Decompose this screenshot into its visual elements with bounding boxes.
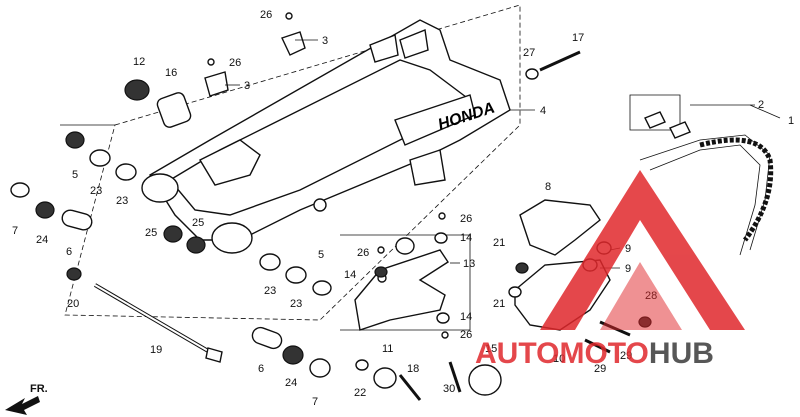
callout-18: 18 [407, 363, 419, 375]
pivot-bolt [93, 283, 223, 363]
callout-5: 5 [72, 169, 78, 181]
callout-14: 14 [344, 269, 356, 281]
callout-1: 1 [788, 115, 794, 127]
callout-26: 26 [229, 57, 241, 69]
callout-14: 14 [460, 232, 472, 244]
callout-9: 9 [625, 243, 631, 255]
callout-12: 12 [133, 56, 145, 68]
callout-23: 23 [264, 285, 276, 297]
chain-roller [355, 212, 502, 401]
callout-16: 16 [165, 67, 177, 79]
callout-2: 2 [758, 99, 764, 111]
callout-25: 25 [192, 217, 204, 229]
brackets [204, 12, 306, 97]
callout-22: 22 [354, 387, 366, 399]
watermark-auto: AUTO [475, 337, 559, 370]
callout-24: 24 [36, 234, 48, 246]
callout-26: 26 [357, 247, 369, 259]
callout-3: 3 [244, 80, 250, 92]
callout-17: 17 [572, 32, 584, 44]
callout-26: 26 [460, 213, 472, 225]
svg-text:AUTOMOTOHUB: AUTOMOTOHUB [475, 337, 714, 370]
callout-27: 27 [523, 47, 535, 59]
chain-slider [354, 237, 449, 331]
callout-25: 25 [145, 227, 157, 239]
swingarm: HONDA [141, 19, 511, 254]
callout-29: 29 [620, 350, 632, 362]
leader-lines [225, 39, 781, 269]
callout-15: 15 [485, 343, 497, 355]
watermark-logo: AUTOMOTOHUB [475, 170, 745, 370]
callout-9: 9 [625, 263, 631, 275]
direction-label: FR. [30, 383, 48, 395]
callout-23: 23 [90, 185, 102, 197]
drive-chain [639, 111, 774, 256]
watermark-hub: HUB [649, 337, 714, 370]
callout-26: 26 [260, 9, 272, 21]
callout-14: 14 [460, 311, 472, 323]
callout-7: 7 [12, 225, 18, 237]
callout-21: 21 [493, 237, 505, 249]
callout-23: 23 [116, 195, 128, 207]
callout-7: 7 [312, 396, 318, 408]
callout-19: 19 [150, 344, 162, 356]
callout-26: 26 [460, 329, 472, 341]
callout-10: 10 [553, 353, 565, 365]
bearing-parts [10, 79, 332, 378]
callout-6: 6 [258, 363, 264, 375]
callout-5: 5 [318, 249, 324, 261]
callout-8: 8 [545, 181, 551, 193]
callout-6: 6 [66, 246, 72, 258]
callout-29: 29 [594, 363, 606, 375]
callout-20: 20 [67, 298, 79, 310]
callout-labels: 1 2 3 3 4 5 5 6 6 7 7 8 9 9 10 11 12 13 … [12, 9, 794, 408]
watermark-moto: MOTO [559, 337, 648, 370]
callout-11: 11 [382, 343, 393, 355]
callout-4: 4 [540, 105, 546, 117]
callout-24: 24 [285, 377, 297, 389]
callout-30: 30 [443, 383, 455, 395]
callout-3: 3 [322, 35, 328, 47]
callout-21: 21 [493, 298, 505, 310]
callout-23: 23 [290, 298, 302, 310]
front-direction-arrow: FR. [5, 383, 48, 415]
callout-13: 13 [463, 258, 475, 270]
adjuster-bolt [525, 50, 581, 80]
